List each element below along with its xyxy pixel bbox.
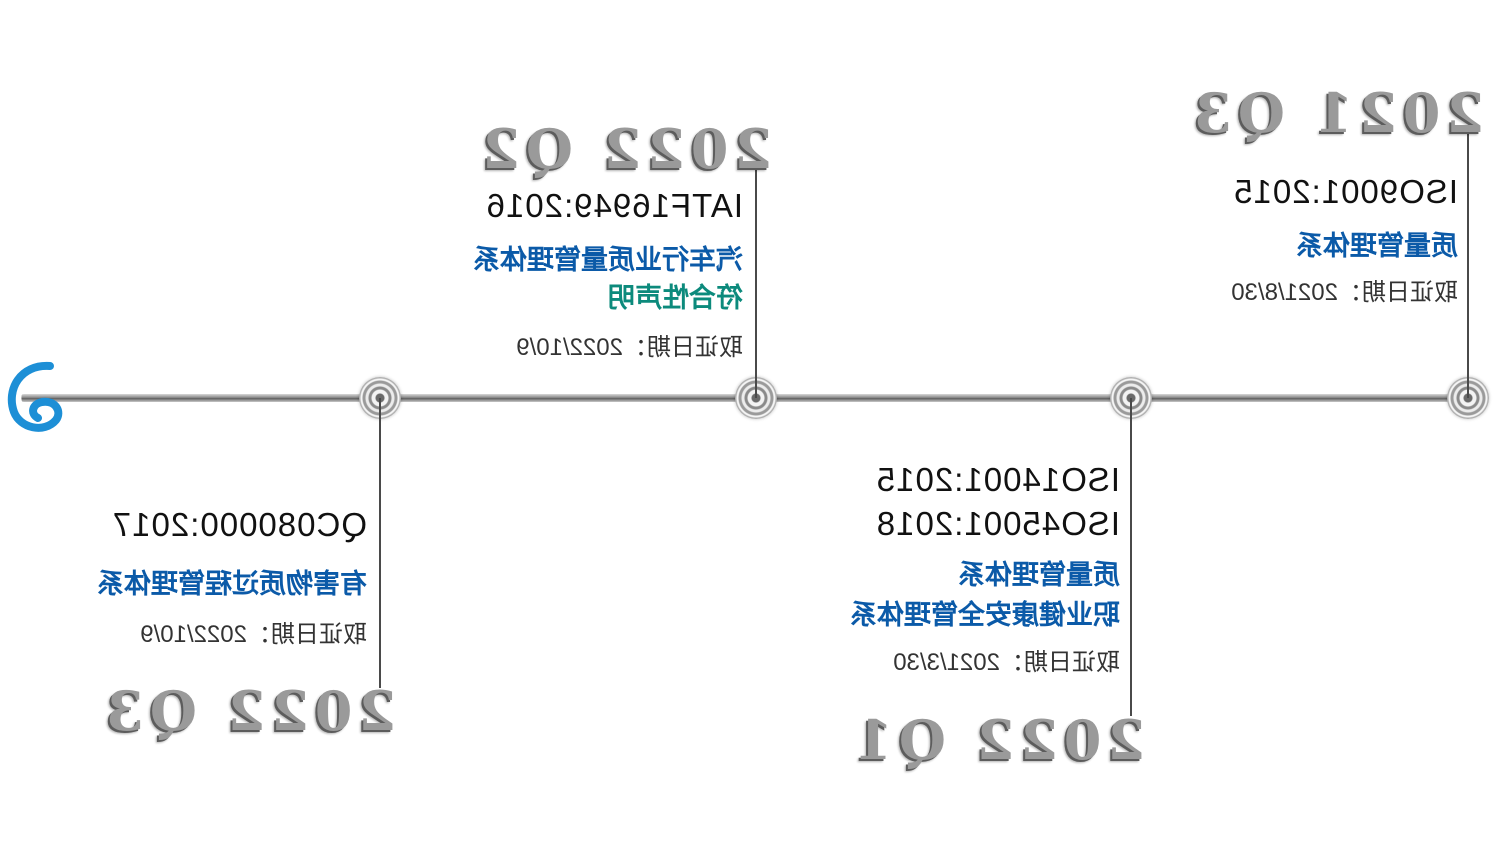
standard-code: ISO14001:2015 (875, 461, 1120, 498)
system-name: 有害物质过程管理体系 (97, 569, 367, 599)
certification-date: 取证日期：2021/3/30 (893, 649, 1120, 676)
system-name: 汽车行业质量管理体系 (473, 245, 743, 275)
standard-code: ISO45001:2018 (875, 505, 1120, 542)
connector-line (1467, 128, 1469, 398)
quarter-label: 2022 Q3 (100, 679, 396, 743)
connector-line (1130, 398, 1132, 716)
connector-line (379, 398, 381, 688)
system-name: 质量管理体系 (958, 560, 1120, 590)
quarter-label: 2022 Q2 (476, 117, 772, 181)
quarter-label: 2022 Q1 (849, 708, 1145, 772)
system-name: 符合性声明 (608, 283, 743, 313)
swirl-logo-icon (7, 361, 63, 432)
standard-code: ISO9001:2015 (1233, 173, 1458, 210)
system-name: 职业健康安全管理体系 (850, 600, 1120, 630)
certification-date: 取证日期：2022/10/9 (140, 621, 367, 648)
standard-code: IATF16949:2016 (485, 187, 743, 224)
certification-date: 取证日期：2022/10/9 (516, 334, 743, 361)
quarter-label: 2021 Q3 (1188, 81, 1484, 145)
connector-line (755, 162, 757, 398)
certification-date: 取证日期：2021/8/30 (1231, 279, 1458, 306)
standard-code: QC080000:2017 (111, 506, 367, 543)
system-name: 质量管理体系 (1296, 231, 1458, 261)
